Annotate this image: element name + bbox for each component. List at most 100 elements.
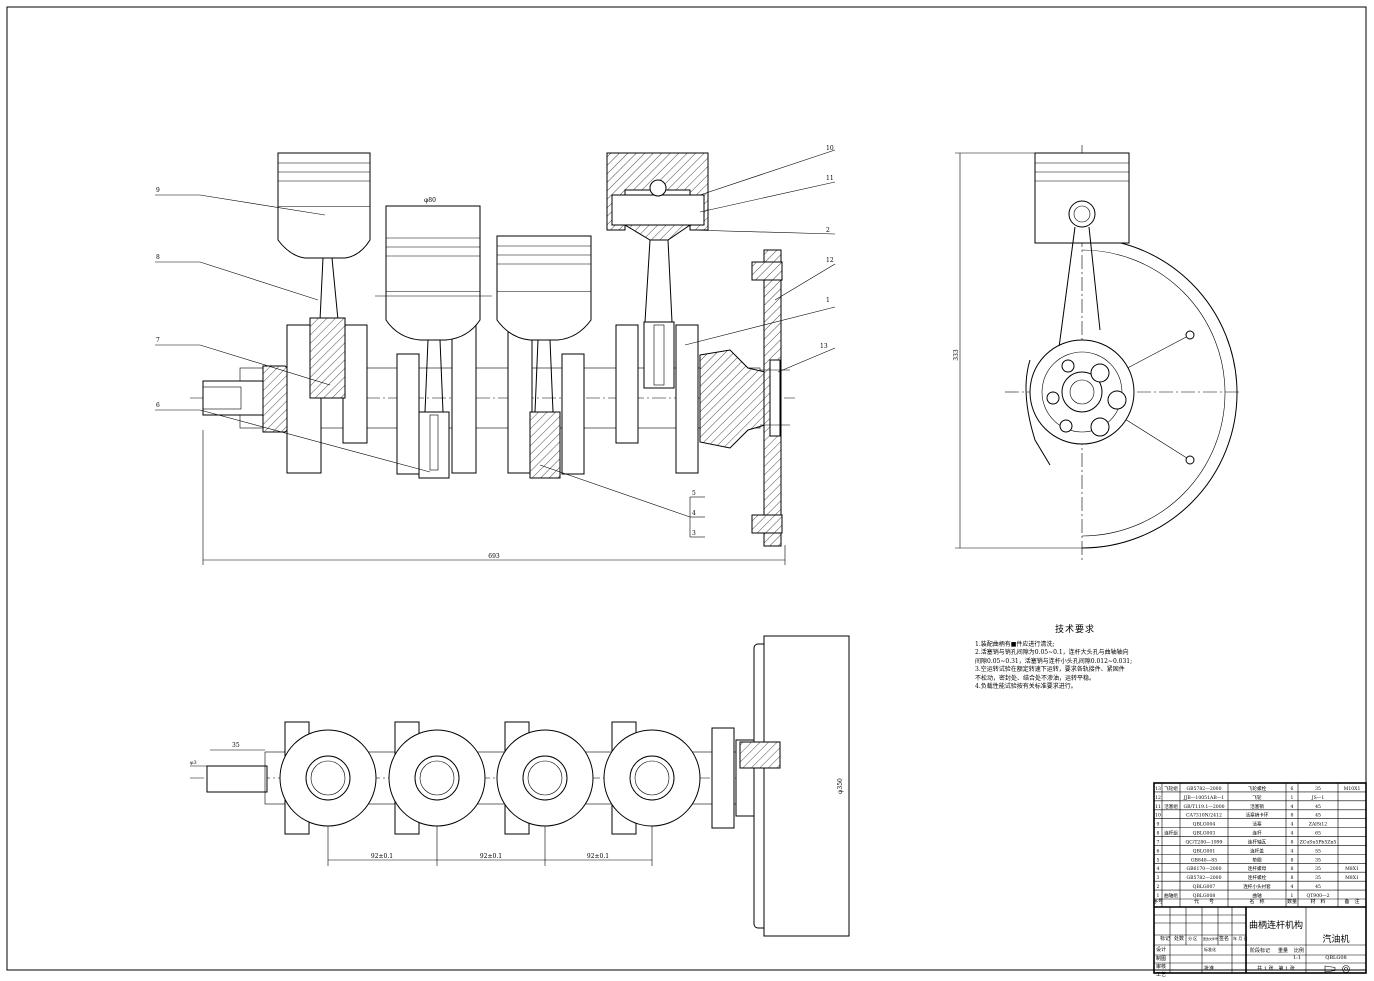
bom-cell-no: 11 (1155, 804, 1161, 810)
bom-cell-no: 4 (1157, 866, 1160, 872)
side-view: 333 (953, 145, 1240, 560)
dim-height: 333 (953, 349, 960, 361)
dim-spacing-3: 92±0.1 (587, 853, 609, 860)
bom-cell-code: GB/T119.1—2000 (1183, 804, 1224, 810)
bom-cell-qty: 4 (1291, 831, 1294, 837)
dim-pin-bore: φ80 (424, 197, 436, 204)
bom-cell-name: 活塞销卡环 (1246, 812, 1269, 819)
bom-cell-name: 连杆轴瓦 (1248, 838, 1267, 845)
tb-label-date: 年 月 日 (1233, 935, 1248, 941)
drawing-number: QBLG08 (1325, 955, 1346, 961)
rear-flange-section (699, 349, 766, 449)
bom-cell-group: 曲轴组 (1164, 892, 1178, 899)
callout-10: 10 (826, 145, 834, 152)
bom-cell-mat: 35 (1315, 786, 1321, 792)
bom-cell-code: QBLG008 (1193, 893, 1216, 899)
bom-cell-name: 连杆盖 (1250, 847, 1264, 854)
callout-5: 5 (692, 490, 696, 497)
bom-cell-qty: 8 (1291, 813, 1294, 819)
bom-cell-mat: 45 (1315, 884, 1321, 890)
bom-cell-code: GB5782—2000 (1186, 875, 1221, 881)
bom-header-code: 代 号 (1194, 898, 1214, 905)
bom-cell-no: 3 (1157, 875, 1160, 881)
bom-cell-name: 活塞 (1252, 821, 1262, 828)
bom-cell-name: 活塞销 (1250, 803, 1264, 810)
projection-symbol-icon (1324, 965, 1350, 973)
bom-cell-code: QBLG003 (1193, 831, 1216, 837)
bom-cell-qty: 1 (1291, 795, 1294, 801)
tech-title: 技术要求 (1054, 625, 1095, 635)
bom-cell-no: 7 (1157, 839, 1160, 845)
callout-2: 2 (826, 227, 830, 234)
bom-header-qty: 数量 (1287, 898, 1297, 905)
tb-label-design: 设计 (1156, 946, 1166, 953)
bom-cell-mat: ZCuSn5Pb5Zn5 (1300, 839, 1337, 845)
dim-flywheel: φ350 (837, 778, 844, 794)
tech-requirements: 技术要求 1.装配曲柄有■件应进行清洗; 2.活塞销与销孔间隙为0.05~0.1… (975, 626, 1175, 692)
bom-cell-name: 曲轴 (1252, 892, 1262, 899)
callouts: 9 8 7 6 10 11 2 12 1 13 5 4 3 (155, 145, 836, 538)
keyway (202, 386, 242, 410)
bom-cell-mat: JS—1 (1311, 795, 1325, 801)
callout-12: 12 (826, 257, 834, 264)
tech-line: 2.活塞销与销孔间隙为0.05~0.1，连杆大头孔与曲轴轴向 (975, 649, 1129, 656)
bom-cell-qty: 4 (1291, 848, 1294, 854)
piston-4-section (606, 152, 709, 389)
bom-cell-no: 12 (1155, 795, 1161, 801)
tb-label-process: 工艺 (1156, 972, 1166, 977)
callout-8: 8 (156, 254, 160, 261)
front-view: 693 φ80 (190, 152, 795, 565)
tb-label-draw: 制图 (1156, 955, 1166, 962)
bom-cell-name: 垫圈 (1252, 856, 1262, 863)
tb-label-approve: 批准 (1204, 965, 1214, 972)
bom-cell-qty: 6 (1291, 786, 1294, 792)
bom-cell-qty: 8 (1291, 875, 1294, 881)
sheet-border (6, 6, 1367, 971)
bom-cell-mat: 65 (1315, 831, 1321, 837)
tb-label-change: 更改文件号 (1203, 936, 1218, 941)
bom-cell-note: M8X1 (1345, 866, 1359, 872)
bom-cell-no: 5 (1157, 857, 1160, 863)
bom-cell-no: 1 (1157, 893, 1160, 899)
bom-cell-group: 飞轮组 (1164, 785, 1178, 792)
sheet-count: 共 1 张 第 1 张 (1257, 965, 1295, 972)
bom-cell-code: QBLG007 (1193, 884, 1216, 890)
bom-cell-code: QBLG001 (1193, 848, 1216, 854)
bom-cell-code: CA7310N/2412 (1186, 813, 1222, 819)
bom-cell-code: GB848—85 (1191, 857, 1217, 863)
dim-shaft-step: 35 (232, 742, 240, 749)
bom-cell-no: 2 (1157, 884, 1160, 890)
bom-cell-name: 连杆螺栓 (1248, 874, 1267, 881)
top-journals (279, 721, 735, 835)
bom-cell-qty: 8 (1291, 857, 1294, 863)
bom-cell-qty: 4 (1291, 804, 1294, 810)
callout-6: 6 (156, 402, 160, 409)
drawing-name: 曲柄连杆机构 (1249, 919, 1303, 931)
tb-label-check: 审核 (1156, 963, 1166, 970)
callout-3: 3 (692, 530, 696, 537)
bom-cell-no: 8 (1157, 831, 1160, 837)
title-block: 曲柄连杆机构 汽油机 QBLG08 1:1 共 1 张 第 1 张 标记 处数 … (1154, 907, 1366, 978)
tb-label-std: 标准化 (1204, 946, 1216, 952)
dim-spacing-2: 92±0.1 (480, 853, 502, 860)
scale: 1:1 (1293, 955, 1301, 961)
bom-cell-no: 9 (1157, 822, 1160, 828)
callout-9: 9 (156, 187, 160, 194)
bom-cell-name: 连杆小头衬套 (1243, 883, 1271, 890)
bom-cell-group: 活塞组 (1164, 803, 1178, 810)
bom-cell-code: JJB—10051AB—1 (1183, 795, 1225, 801)
bom-cell-qty: 8 (1291, 866, 1294, 872)
bom-header-no: 序号 (1153, 898, 1163, 905)
bom-cell-mat: 35 (1315, 857, 1321, 863)
callout-7: 7 (156, 337, 160, 344)
bom-cell-note: M8X1 (1345, 875, 1359, 881)
tb-label-weight: 重量 (1278, 947, 1288, 954)
bom-cell-group: 连杆组 (1164, 830, 1178, 837)
dim-shaft-small: φ3 (190, 760, 197, 766)
bom-cell-no: 6 (1157, 848, 1160, 854)
tech-line: 3.空运转试验在额定转速下运转，要求各轨接件、紧固件 (975, 666, 1125, 673)
crank-webs (286, 324, 699, 475)
